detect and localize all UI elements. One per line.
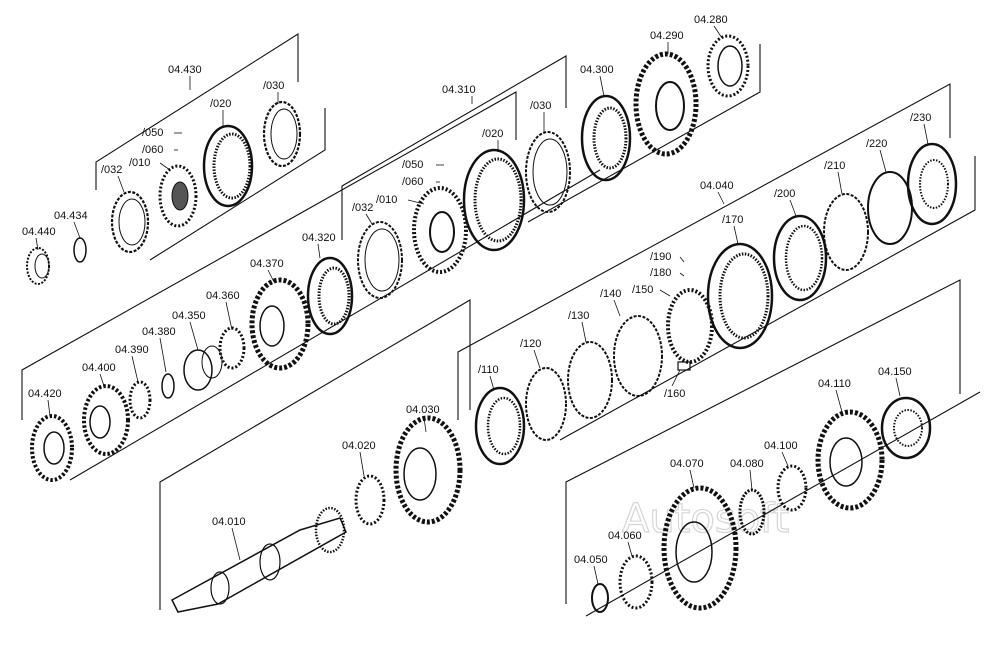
part-ring-04050 — [591, 583, 609, 613]
part-gear-04290 — [633, 51, 699, 157]
label-020-b: /020 — [482, 128, 503, 140]
part-bearing-04360 — [218, 326, 246, 370]
label-120: /120 — [520, 338, 541, 350]
label-150: /150 — [632, 284, 653, 296]
group-frame-left-shaft — [21, 91, 601, 481]
label-04280: 04.280 — [694, 14, 728, 26]
label-220: /220 — [866, 138, 887, 150]
part-bearing-04390 — [128, 380, 152, 420]
label-04150: 04.150 — [878, 366, 912, 378]
part-gear-04030 — [393, 415, 463, 525]
label-060-a: /060 — [142, 144, 163, 156]
label-04030: 04.030 — [406, 404, 440, 416]
part-ring-230 — [906, 142, 958, 226]
label-04380: 04.380 — [142, 326, 176, 338]
label-04400: 04.400 — [82, 362, 116, 374]
label-04440: 04.440 — [22, 226, 56, 238]
part-ring-04300 — [580, 94, 632, 182]
part-hub-010-a — [158, 164, 198, 228]
label-210: /210 — [824, 160, 845, 172]
label-04100: 04.100 — [764, 440, 798, 452]
part-ring-120 — [525, 367, 567, 441]
part-bearing-04060 — [618, 554, 654, 610]
part-gear-04400 — [82, 384, 130, 456]
part-hub-010-b — [412, 186, 468, 274]
part-bearing-04020 — [354, 474, 386, 526]
label-050-b: /050 — [402, 159, 423, 171]
label-140: /140 — [600, 288, 621, 300]
label-180: /180 — [650, 267, 671, 279]
label-04010: 04.010 — [212, 516, 246, 528]
label-04350: 04.350 — [172, 310, 206, 322]
part-bearing-04100 — [776, 464, 808, 512]
part-sync-ring-032-a — [110, 190, 150, 254]
label-190: /190 — [650, 251, 671, 263]
label-020-a: /020 — [210, 98, 231, 110]
part-labels: 04.430 /020 /030 /050 /060 /010 /032 04.… — [22, 14, 931, 566]
label-04070: 04.070 — [670, 458, 704, 470]
leader-lines — [35, 25, 929, 585]
part-gear-04420 — [30, 414, 74, 482]
group-frame-04310 — [341, 44, 761, 240]
part-ring-04320 — [306, 256, 354, 336]
part-bearing-04150 — [880, 396, 932, 460]
part-sleeve-020-a — [202, 124, 254, 208]
part-gear-04110 — [815, 409, 885, 511]
part-sleeve-170 — [706, 242, 774, 350]
label-04320: 04.320 — [302, 232, 336, 244]
part-sync-ring-032-b — [357, 221, 403, 299]
part-ring-110 — [474, 386, 526, 466]
label-110: /110 — [478, 364, 499, 376]
label-04420: 04.420 — [28, 388, 62, 400]
part-gear-04370 — [249, 277, 311, 371]
label-04080: 04.080 — [730, 458, 764, 470]
label-130: /130 — [568, 310, 589, 322]
label-04060: 04.060 — [608, 530, 642, 542]
label-04040: 04.040 — [700, 180, 734, 192]
label-04390: 04.390 — [115, 344, 149, 356]
group-frame-04040 — [457, 83, 976, 441]
label-04370: 04.370 — [250, 258, 284, 270]
label-030-b: /030 — [530, 100, 551, 112]
part-ring-140 — [613, 315, 663, 397]
label-04300: 04.300 — [580, 64, 614, 76]
part-hub-150 — [666, 288, 714, 371]
part-bearing-04280 — [706, 34, 750, 98]
part-ring-210 — [823, 193, 869, 271]
part-ring-130 — [567, 341, 613, 419]
label-04430: 04.430 — [168, 64, 202, 76]
part-ring-04434 — [73, 237, 87, 263]
label-060-b: /060 — [402, 176, 423, 188]
label-04290: 04.290 — [650, 30, 684, 42]
label-04020: 04.020 — [342, 440, 376, 452]
label-030-a: /030 — [263, 80, 284, 92]
part-sleeve-020-b — [462, 148, 526, 252]
part-ring-04380 — [161, 373, 175, 399]
part-ring-220 — [867, 171, 913, 245]
part-sync-ring-030-a — [262, 100, 302, 168]
label-160: /160 — [664, 388, 685, 400]
label-170: /170 — [722, 214, 743, 226]
label-032-b: /032 — [352, 202, 373, 214]
label-200: /200 — [774, 188, 795, 200]
part-sync-ring-030-b — [525, 131, 571, 213]
label-010-b: /010 — [376, 194, 397, 206]
label-04310: 04.310 — [442, 84, 476, 96]
label-04434: 04.434 — [54, 210, 88, 222]
label-032-a: /032 — [101, 164, 122, 176]
part-bushing-04350 — [183, 345, 223, 391]
label-04360: 04.360 — [206, 290, 240, 302]
part-ring-200 — [772, 214, 828, 302]
part-shaft-04010 — [171, 506, 347, 613]
group-frame-mainshaft — [159, 299, 471, 610]
label-04110: 04.110 — [818, 378, 851, 390]
part-bearing-04440 — [26, 247, 50, 285]
label-010-a: /010 — [129, 157, 150, 169]
part-gear-04070 — [661, 485, 739, 611]
group-frame-04430 — [95, 33, 326, 261]
label-050-a: /050 — [142, 127, 163, 139]
label-04050: 04.050 — [574, 554, 608, 566]
label-230: /230 — [910, 112, 931, 124]
